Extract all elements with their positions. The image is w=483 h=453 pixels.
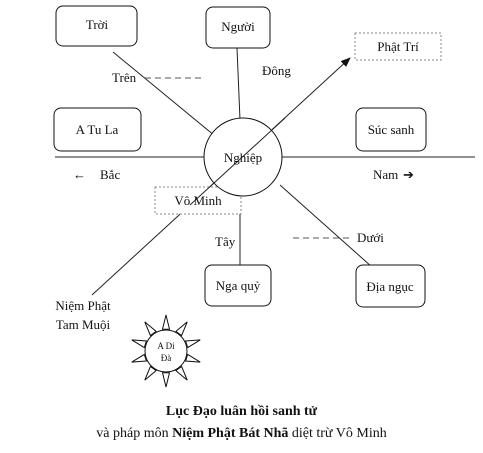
arrow-phat-tri-front bbox=[189, 117, 286, 206]
sun-label-a-di: A Di bbox=[157, 341, 175, 351]
box-suc-sanh bbox=[355, 107, 427, 152]
label-niem-phat: Niệm Phật bbox=[55, 298, 111, 313]
box-a-tu-la bbox=[53, 107, 142, 152]
label-troi: Trời bbox=[86, 17, 109, 32]
label-duoi: Dưới bbox=[357, 230, 384, 245]
sun-ray bbox=[144, 321, 157, 337]
sun-ray bbox=[184, 339, 201, 349]
label-vo-minh: Vô Minh bbox=[174, 193, 222, 208]
sun-circle bbox=[144, 329, 188, 373]
sun-ray bbox=[131, 339, 148, 349]
label-dong: Đông bbox=[262, 63, 291, 78]
box-nguoi bbox=[205, 6, 271, 49]
sun-ray bbox=[131, 353, 148, 363]
sun-ray bbox=[161, 372, 171, 388]
line-trời bbox=[112, 51, 216, 137]
arrow-left-icon: ← bbox=[73, 167, 86, 182]
label-a-tu-la: A Tu La bbox=[76, 122, 119, 137]
label-nguoi: Người bbox=[221, 19, 255, 34]
label-tren: Trên bbox=[112, 70, 137, 85]
box-phat-tri bbox=[354, 32, 442, 61]
label-dia-nguc: Địa ngục bbox=[366, 279, 414, 294]
label-bac: Bắc bbox=[100, 167, 120, 182]
line-nguoi bbox=[236, 47, 241, 121]
caption-suffix: diệt trừ Vô Minh bbox=[291, 426, 387, 441]
sun-ray bbox=[161, 314, 171, 330]
caption-prefix: và pháp môn bbox=[96, 426, 169, 441]
box-nga-quy bbox=[204, 264, 272, 307]
line-dia-nguc bbox=[279, 184, 373, 268]
caption-subtitle: và pháp môn Niệm Phật Bát Nhã diệt trừ V… bbox=[0, 426, 483, 442]
sun-ray bbox=[175, 321, 188, 337]
caption-bold: Niệm Phật Bát Nhã bbox=[172, 426, 289, 441]
box-vo-minh bbox=[154, 186, 242, 215]
label-tam-muoi: Tam Muội bbox=[56, 317, 111, 332]
arrow-right-icon: ➔ bbox=[403, 167, 414, 182]
label-nam: Nam bbox=[373, 167, 398, 182]
label-phat-tri: Phật Trí bbox=[377, 39, 419, 54]
box-dia-nguc bbox=[355, 264, 426, 308]
sun-amitabha bbox=[131, 314, 201, 388]
sun-ray bbox=[175, 365, 188, 381]
sun-ray bbox=[184, 353, 201, 363]
sun-ray bbox=[144, 365, 157, 381]
box-troi bbox=[55, 5, 138, 47]
label-suc-sanh: Súc sanh bbox=[368, 122, 415, 137]
caption-title: Lục Đạo luân hồi sanh tử bbox=[165, 404, 318, 419]
sun-label-da: Đà bbox=[161, 353, 172, 363]
label-center: Nghiệp bbox=[224, 150, 262, 165]
label-nga-quy: Nga quỷ bbox=[216, 278, 261, 293]
label-tay: Tây bbox=[215, 234, 236, 249]
